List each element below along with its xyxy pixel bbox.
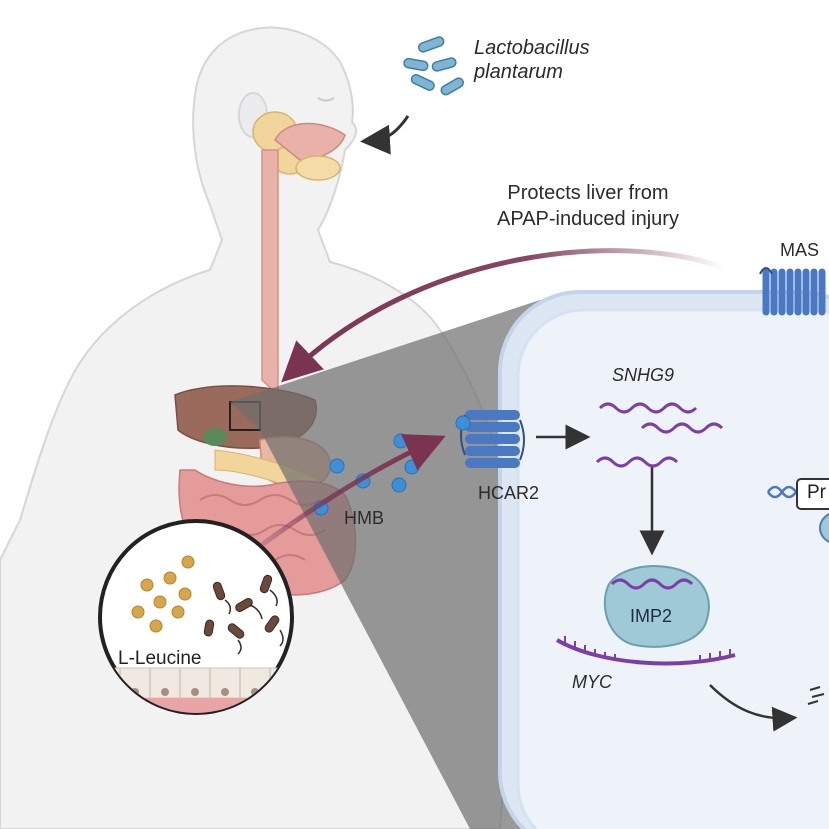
snhg9-rna-icon xyxy=(595,402,724,468)
mas-receptor-icon xyxy=(759,267,826,316)
promoter-box xyxy=(796,478,829,510)
lactobacillus-bacteria-icon xyxy=(403,36,464,96)
protect-arrow xyxy=(281,248,726,383)
dna-icon xyxy=(766,485,798,499)
magnification-wedge xyxy=(230,300,540,829)
mouth-glands xyxy=(252,111,346,181)
protein-edge-icon xyxy=(819,513,829,543)
leucine-molecules xyxy=(131,555,195,633)
esophagus xyxy=(261,149,279,397)
protects-liver-label: Protects liver from APAP-induced injury xyxy=(497,180,679,232)
myc-label: MYC xyxy=(572,672,612,692)
l-leucine-label: L-Leucine xyxy=(118,648,202,669)
protects-line2: APAP-induced injury xyxy=(497,208,679,230)
myc-output-arrow xyxy=(709,684,798,732)
lactobacillus-label: Lactobacillus plantarum xyxy=(474,36,590,84)
ingest-arrow xyxy=(360,115,410,155)
snhg9-label: SNHG9 xyxy=(612,365,675,385)
protects-line1: Protects liver from xyxy=(507,182,669,204)
hcar2-label: HCAR2 xyxy=(478,483,540,503)
lactobacillus-line2: plantarum xyxy=(474,61,563,83)
gut-bacteria-icon xyxy=(203,574,280,639)
imp2-protein-icon xyxy=(603,565,710,648)
gut-inset xyxy=(98,519,294,715)
lactobacillus-line1: Lactobacillus xyxy=(474,37,590,59)
promoter-label: Pr xyxy=(807,482,826,503)
translation-marks-icon xyxy=(807,686,825,705)
mas-label: MAS xyxy=(780,240,820,260)
hcar2-receptor-icon xyxy=(460,410,525,468)
myc-mrna-icon xyxy=(555,636,736,666)
imp2-label: IMP2 xyxy=(630,606,673,626)
hmb-label: HMB xyxy=(344,508,384,528)
